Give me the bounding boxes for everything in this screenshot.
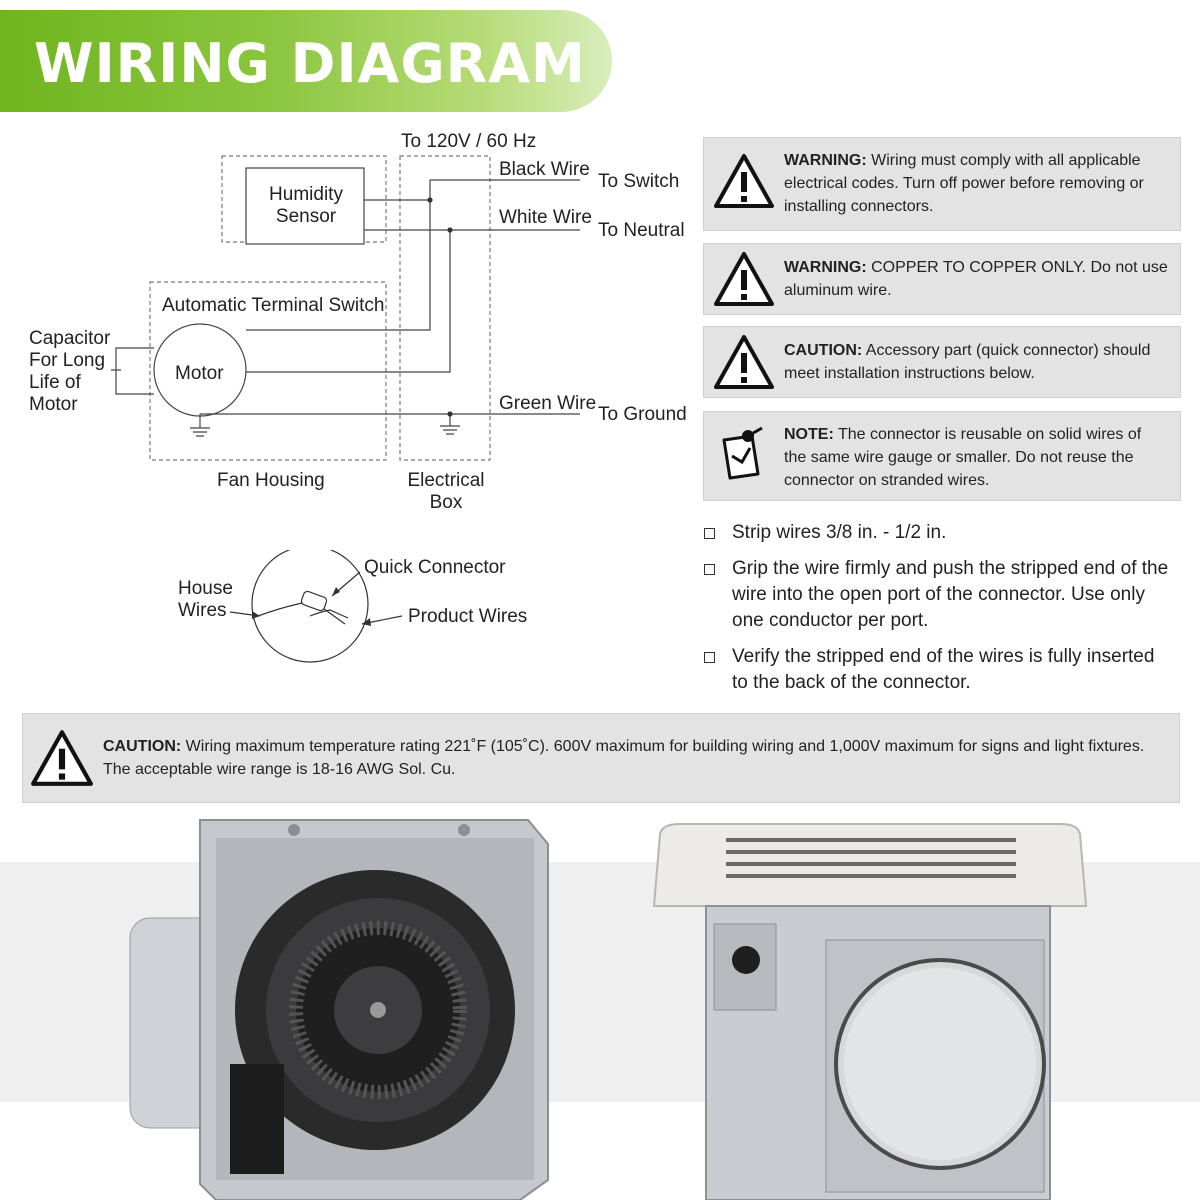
notice-warning-codes: WARNING: Wiring must comply with all app… (703, 137, 1181, 231)
step-item: Grip the wire firmly and push the stripp… (704, 556, 1174, 634)
checkbox-icon (704, 652, 715, 663)
capacitor-label: Capacitor For Long Life of Motor (29, 328, 111, 415)
product-wires-label: Product Wires (408, 606, 528, 627)
notice-heading: CAUTION: (784, 342, 863, 359)
black-wire-label: Black Wire (499, 159, 590, 180)
caution-heading: CAUTION: (103, 738, 182, 755)
notice-text: Wiring must comply with all applicable e… (784, 152, 1144, 215)
to-switch-label: To Switch (598, 171, 680, 192)
warning-icon (31, 730, 93, 786)
checkbox-icon (704, 564, 715, 575)
green-wire-label: Green Wire (499, 393, 597, 414)
connector-detail-diagram (229, 550, 403, 663)
house-wires-label: House Wires (178, 578, 233, 621)
fan-housing-interior-image (129, 819, 549, 1200)
to-ground-label: To Ground (598, 404, 687, 425)
caution-text: Wiring maximum temperature rating 221˚F … (103, 738, 1145, 778)
fan-housing-outline (149, 281, 387, 461)
notice-heading: NOTE: (784, 426, 834, 443)
step-text: Grip the wire firmly and push the stripp… (732, 558, 1169, 631)
installation-steps: Strip wires 3/8 in. - 1/2 in. Grip the w… (704, 520, 1174, 706)
humidity-sensor-box (245, 167, 365, 245)
notice-text: Accessory part (quick connector) should … (784, 342, 1151, 382)
warning-icon (714, 252, 774, 306)
white-wire-label: White Wire (499, 207, 592, 228)
quick-connector-icon (300, 590, 328, 612)
wiring-schematic (111, 155, 580, 461)
caution-wiring-rating: CAUTION: Wiring maximum temperature rati… (22, 713, 1180, 803)
supply-label: To 120V / 60 Hz (401, 131, 537, 152)
fan-housing-label: Fan Housing (217, 470, 325, 491)
electrical-box-outline (399, 155, 491, 461)
notice-text: COPPER TO COPPER ONLY. Do not use alumin… (784, 259, 1168, 299)
to-neutral-label: To Neutral (598, 220, 685, 241)
humidity-sensor-label: Humidity Sensor (269, 184, 343, 227)
checkbox-icon (704, 528, 715, 539)
fan-with-grille-image (652, 823, 1088, 1200)
notice-heading: WARNING: (784, 259, 867, 276)
page-title: WIRING DIAGRAM (34, 32, 586, 95)
quick-connector-label: Quick Connector (364, 557, 506, 578)
warning-icon (714, 154, 774, 208)
step-text: Verify the stripped end of the wires is … (732, 646, 1155, 693)
notice-text: The connector is reusable on solid wires… (784, 426, 1142, 489)
step-text: Strip wires 3/8 in. - 1/2 in. (732, 522, 947, 543)
title-banner: WIRING DIAGRAM (0, 10, 612, 112)
motor-label: Motor (175, 363, 224, 384)
step-item: Strip wires 3/8 in. - 1/2 in. (704, 520, 1174, 546)
notice-caution-connector: CAUTION: Accessory part (quick connector… (703, 326, 1181, 398)
notice-warning-copper: WARNING: COPPER TO COPPER ONLY. Do not u… (703, 243, 1181, 315)
note-icon (722, 426, 763, 480)
auto-switch-label: Automatic Terminal Switch (162, 295, 385, 316)
notice-note-reuse: NOTE: The connector is reusable on solid… (703, 411, 1181, 501)
notice-heading: WARNING: (784, 152, 867, 169)
step-item: Verify the stripped end of the wires is … (704, 644, 1174, 696)
electrical-box-label: Electrical Box (407, 470, 485, 513)
warning-icon (714, 335, 774, 389)
